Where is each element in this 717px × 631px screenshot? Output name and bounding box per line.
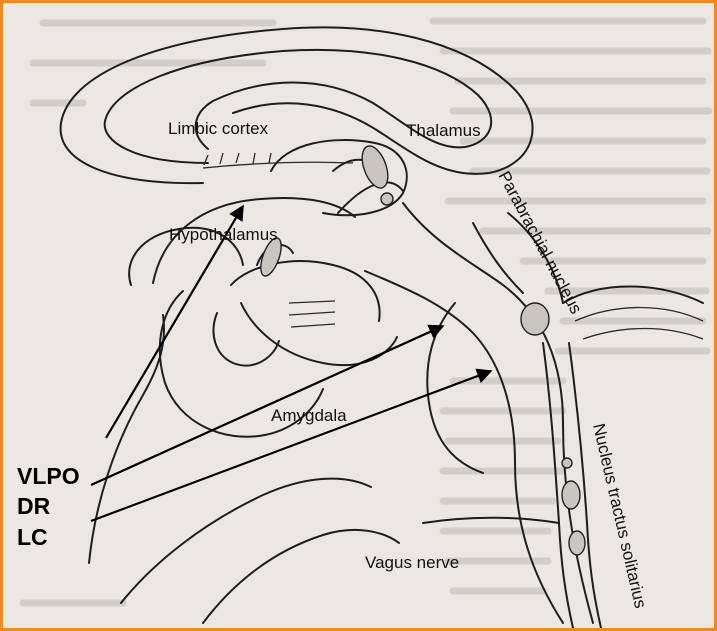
label-hypothalamus: Hypothalamus [169, 225, 278, 244]
label-dr: DR [17, 493, 51, 519]
label-limbic-cortex: Limbic cortex [168, 119, 269, 138]
brain-diagram: Limbic cortex Thalamus Hypothalamus Para… [3, 3, 714, 628]
label-lc: LC [17, 524, 48, 550]
label-thalamus: Thalamus [406, 121, 481, 140]
label-vlpo: VLPO [17, 463, 80, 489]
label-amygdala: Amygdala [271, 406, 347, 425]
label-vagus-nerve: Vagus nerve [365, 553, 459, 572]
